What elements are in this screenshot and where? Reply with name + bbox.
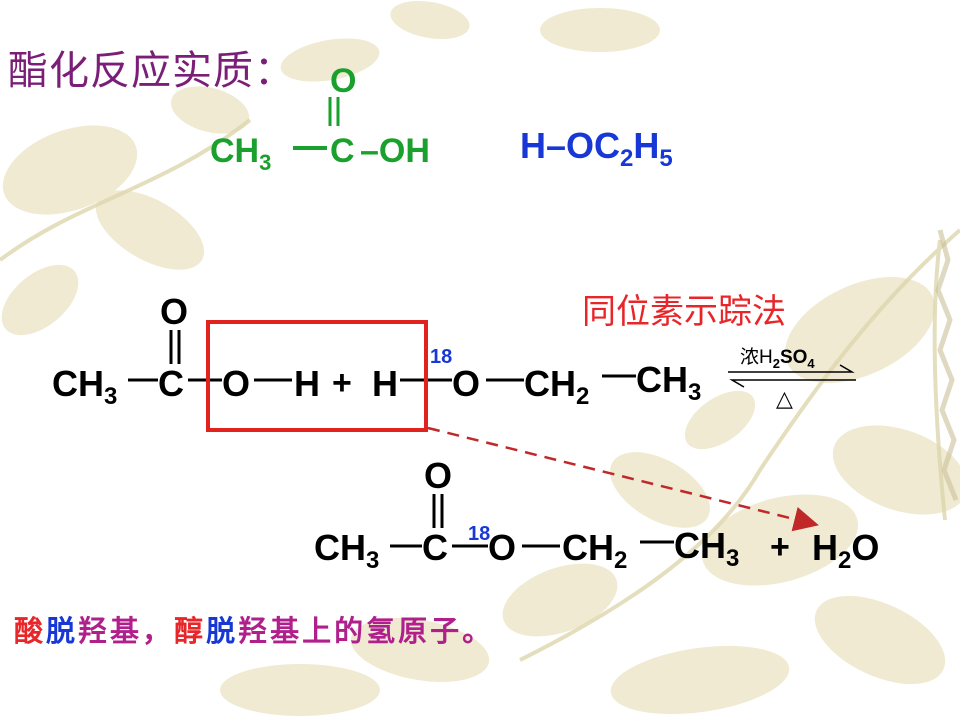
reactant-alcohol-hydrogen: H: [372, 363, 398, 404]
reactant-acid-hydrogen: H: [294, 363, 320, 404]
water-formula: H2O: [812, 527, 879, 574]
reactant-carbon: C: [158, 363, 184, 404]
heating-symbol: △: [776, 386, 793, 411]
product-oxygen-top: O: [424, 455, 452, 496]
caption-acid: 酸: [14, 614, 47, 648]
ethanol-structure: H–OC2H5: [520, 125, 673, 172]
acetic-acid-structure: O CH3 C –OH: [210, 62, 430, 175]
product-plus-sign: +: [770, 528, 790, 566]
caption-hydroxyl: 羟基，: [78, 614, 175, 648]
product-methyl: CH3: [314, 527, 379, 574]
acid-oxygen-top: O: [330, 62, 356, 100]
reactant-methylene: CH2: [524, 363, 589, 410]
caption-remove-2: 脱: [206, 614, 239, 648]
catalyst-label: 浓H2SO4: [740, 346, 815, 371]
caption-remove-1: 脱: [46, 614, 79, 648]
reactant-hydroxyl-oxygen: O: [222, 363, 250, 404]
water-formation-arrow: [427, 426, 819, 532]
slide-title: 酯化反应实质：: [8, 48, 295, 94]
reactant-alcohol-oxygen: O: [452, 363, 480, 404]
product-terminal-methyl: CH3: [674, 525, 739, 572]
acid-methyl-group: CH3: [210, 132, 271, 175]
product-methylene: CH2: [562, 527, 627, 574]
product-ester-oxygen: O: [488, 527, 516, 568]
forward-arrow: [728, 364, 855, 373]
reactant-terminal-methyl: CH3: [636, 359, 701, 406]
product-equation: O CH3 C 18 O CH2 CH3 + H2O: [314, 455, 879, 574]
highlight-box: [206, 320, 428, 432]
acid-carbon: C: [330, 132, 355, 170]
product-carbon: C: [422, 527, 448, 568]
isotope-tracing-label: 同位素示踪法: [582, 292, 786, 332]
acid-hydroxyl: –OH: [360, 132, 430, 170]
reactant-oxygen-top: O: [160, 291, 188, 332]
reactant-isotope-label: 18: [430, 346, 452, 368]
product-isotope-label: 18: [468, 523, 490, 545]
conclusion-caption: 酸脱羟基，醇脱羟基上的氢原子。: [14, 608, 494, 650]
reactant-plus-sign: +: [332, 364, 352, 402]
caption-hydrogen: 羟基上的氢原子。: [238, 614, 495, 648]
reverse-arrow: [729, 379, 856, 388]
reactant-methyl: CH3: [52, 363, 117, 410]
caption-alcohol: 醇: [174, 614, 207, 648]
ethanol-formula: H–OC2H5: [520, 125, 673, 172]
reaction-equation: O CH3 C O H + H 18 O CH2 CH3 浓H2SO4 △: [52, 291, 856, 411]
